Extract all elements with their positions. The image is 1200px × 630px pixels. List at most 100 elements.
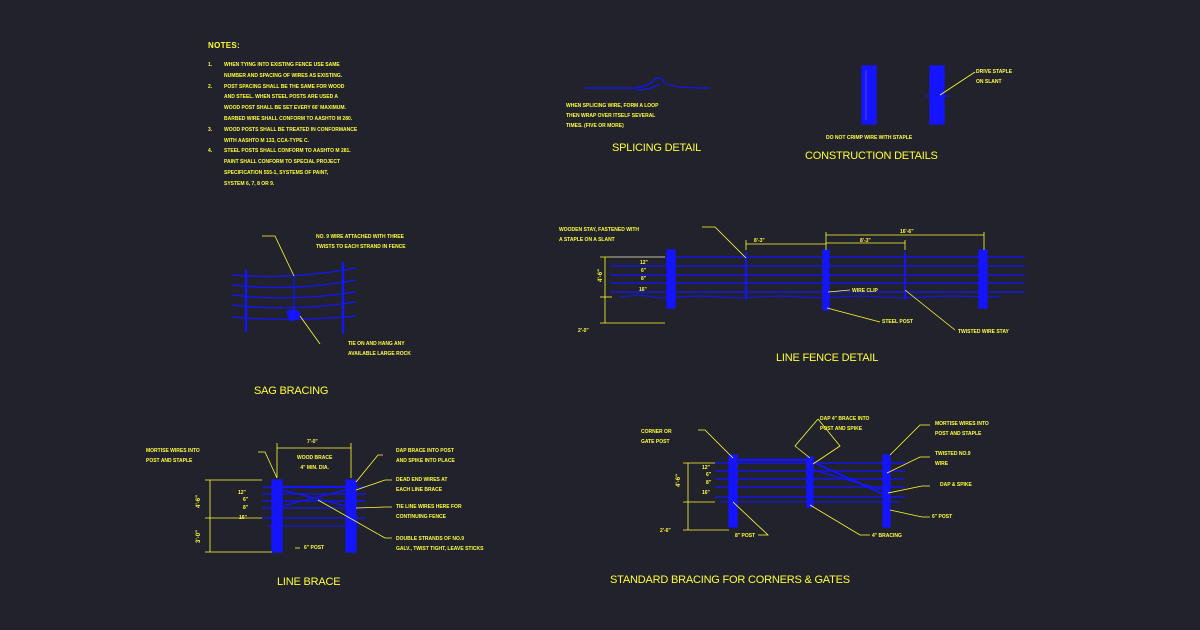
note-line: AND STEEL. WHEN STEEL POSTS ARE USED A <box>224 94 338 101</box>
tie-line-line: CONTINUING FENCE <box>396 514 446 520</box>
note-number: 4. <box>208 148 213 155</box>
sag-rock-line: TIE ON AND HANG ANY <box>348 341 405 347</box>
fence-depth-dim: 2'-0" <box>578 328 589 334</box>
wire-spacing: 16" <box>639 287 647 293</box>
sag-bracing-title: SAG BRACING <box>254 385 329 397</box>
tie-line-note: TIE LINE WIRES HERE FOR CONTINUING FENCE <box>396 502 462 522</box>
dap-brace-line: AND SPIKE INTO PLACE <box>396 458 455 464</box>
corner-bracing-label: 4" BRACING <box>872 533 902 539</box>
construction-post-right <box>925 65 950 125</box>
note-line: STEEL POSTS SHALL CONFORM TO AASHTO M 28… <box>224 148 351 155</box>
note-number: 1. <box>208 62 213 68</box>
corners-gates-title: STANDARD BRACING FOR CORNERS & GATES <box>610 574 850 586</box>
twisted-wire-line: WIRE <box>935 461 949 467</box>
dead-end-line: EACH LINE BRACE <box>396 487 443 493</box>
splicing-note-line: TIMES. (FIVE OR MORE) <box>566 123 624 129</box>
construction-post-left <box>861 65 877 125</box>
corner-post-note: CORNER OR GATE POST <box>641 427 672 447</box>
sag-rock-line: AVAILABLE LARGE ROCK <box>348 351 411 357</box>
double-strand-note: DOUBLE STRANDS OF NO.9 GALV., TWIST TIGH… <box>396 534 483 554</box>
wire-spacing: 6" <box>243 497 249 503</box>
dap-4in-brace-line: POST AND SPIKE <box>820 426 863 432</box>
sag-rock-note: TIE ON AND HANG ANY AVAILABLE LARGE ROCK <box>348 339 411 359</box>
drive-staple-line: DRIVE STAPLE <box>976 69 1013 75</box>
sag-wire-note: NO. 9 WIRE ATTACHED WITH THREE TWISTS TO… <box>316 232 406 252</box>
note-line: SYSTEM 6, 7, 8 OR 9. <box>224 180 275 187</box>
note-line: WOOD POST SHALL BE SET EVERY 66' MAXIMUM… <box>224 105 346 112</box>
note-line: POST SPACING SHALL BE THE SAME FOR WOOD <box>224 83 345 90</box>
drive-staple-note: DRIVE STAPLE ON SLANT <box>976 67 1012 87</box>
splice-wire <box>585 77 711 91</box>
wood-brace-note: WOOD BRACE 4" MIN. DIA. <box>297 453 332 473</box>
dap-4in-brace-note: DAP 4" BRACE INTO POST AND SPIKE <box>820 414 869 434</box>
mortise-line: POST AND STAPLE <box>146 458 193 464</box>
note-line: WHEN TYING INTO EXISTING FENCE USE SAME <box>224 62 340 68</box>
corner-height-dim: 4'-6" <box>676 474 682 487</box>
corner-mortise-note: MORTISE WIRES INTO POST AND STAPLE <box>935 419 989 439</box>
dap-brace-note: DAP BRACE INTO POST AND SPIKE INTO PLACE <box>396 446 455 466</box>
notes-title: NOTES: <box>208 41 241 50</box>
corner-depth-dim: 2'-6" <box>660 528 671 534</box>
twisted-wire-note: TWISTED NO.9 WIRE <box>935 449 971 469</box>
construction-details-title: CONSTRUCTION DETAILS <box>805 150 938 162</box>
dim-spacing-b: 8'-3" <box>860 238 871 244</box>
note-line: PAINT SHALL CONFORM TO SPECIAL PROJECT <box>224 159 341 166</box>
splicing-detail-title: SPLICING DETAIL <box>612 142 702 154</box>
line-fence-geometry <box>610 249 1025 311</box>
double-strand-line: GALV., TWIST TIGHT, LEAVE STICKS <box>396 546 484 552</box>
brace-post-label: 6" POST <box>304 545 325 551</box>
splicing-note-line: WHEN SPLICING WIRE, FORM A LOOP <box>566 103 659 109</box>
fence-height-dim: 4'-6" <box>598 269 604 282</box>
wire-spacing: 8" <box>243 505 249 511</box>
line-brace-geometry <box>262 479 366 553</box>
notes-list: 1. WHEN TYING INTO EXISTING FENCE USE SA… <box>208 60 408 190</box>
tie-line-line: TIE LINE WIRES HERE FOR <box>396 504 462 510</box>
drive-staple-line: ON SLANT <box>976 79 1002 85</box>
wire-spacing: 16" <box>702 490 710 496</box>
steel-post-label: STEEL POST <box>882 319 914 325</box>
corner-post-line: CORNER OR <box>641 429 672 435</box>
dap-spike-label: DAP & SPIKE <box>940 482 972 488</box>
sag-bracing-geometry <box>231 262 357 334</box>
twisted-stay-label: TWISTED WIRE STAY <box>958 329 1009 335</box>
wire-clip-label: WIRE CLIP <box>852 288 878 294</box>
corner-post-right-label: 6" POST <box>932 514 953 520</box>
wire-spacing: 12" <box>702 465 710 471</box>
note-item: 1. WHEN TYING INTO EXISTING FENCE USE SA… <box>208 60 408 82</box>
note-number: 2. <box>208 83 213 90</box>
wooden-stay-line: WOODEN STAY, FASTENED WITH <box>559 227 640 233</box>
wood-brace-line: 4" MIN. DIA. <box>300 465 329 471</box>
wire-spacing: 12" <box>640 260 648 266</box>
note-number: 3. <box>208 126 213 133</box>
crimp-note: DO NOT CRIMP WIRE WITH STAPLE <box>826 135 913 141</box>
wire-spacing: 8" <box>641 276 647 282</box>
wire-spacing: 8" <box>706 480 712 486</box>
corner-post-left-label: 8" POST <box>735 533 756 539</box>
twisted-wire-line: TWISTED NO.9 <box>935 451 971 457</box>
line-fence-detail-title: LINE FENCE DETAIL <box>776 352 879 364</box>
sag-wire-line: TWISTS TO EACH STRAND IN FENCE <box>316 244 406 250</box>
corner-bracing-geometry <box>715 454 905 528</box>
wooden-stay-line: A STAPLE ON A SLANT <box>559 237 615 243</box>
brace-depth-dim: 3'-0" <box>196 530 202 543</box>
dap-brace-line: DAP BRACE INTO POST <box>396 448 454 454</box>
note-item: 2. POST SPACING SHALL BE THE SAME FOR WO… <box>208 82 408 125</box>
wooden-stay-note: WOODEN STAY, FASTENED WITH A STAPLE ON A… <box>559 225 639 245</box>
double-strand-line: DOUBLE STRANDS OF NO.9 <box>396 536 465 542</box>
corner-post-line: GATE POST <box>641 439 670 445</box>
note-line: WITH AASHTO M 133, CCA-TYPE C. <box>224 137 310 144</box>
dead-end-line: DEAD END WIRES AT <box>396 477 448 483</box>
note-line: BARBED WIRE SHALL CONFORM TO AASHTO M 28… <box>224 115 353 122</box>
wood-brace-line: WOOD BRACE <box>297 455 333 461</box>
mortise-note: MORTISE WIRES INTO POST AND STAPLE <box>146 446 200 466</box>
wire-spacing: 6" <box>706 472 712 478</box>
wire-spacing: 6" <box>641 268 647 274</box>
note-line: SPECIFICATION 555-1, SYSTEMS OF PAINT, <box>224 169 329 176</box>
note-item: 4. STEEL POSTS SHALL CONFORM TO AASHTO M… <box>208 146 408 189</box>
dead-end-note: DEAD END WIRES AT EACH LINE BRACE <box>396 475 447 495</box>
note-line: NUMBER AND SPACING OF WIRES AS EXISTING. <box>224 72 343 79</box>
dim-spacing-c: 16'-6" <box>900 229 914 235</box>
splicing-note-line: THEN WRAP OVER ITSELF SEVERAL <box>566 113 656 119</box>
dap-4in-brace-line: DAP 4" BRACE INTO <box>820 416 870 422</box>
